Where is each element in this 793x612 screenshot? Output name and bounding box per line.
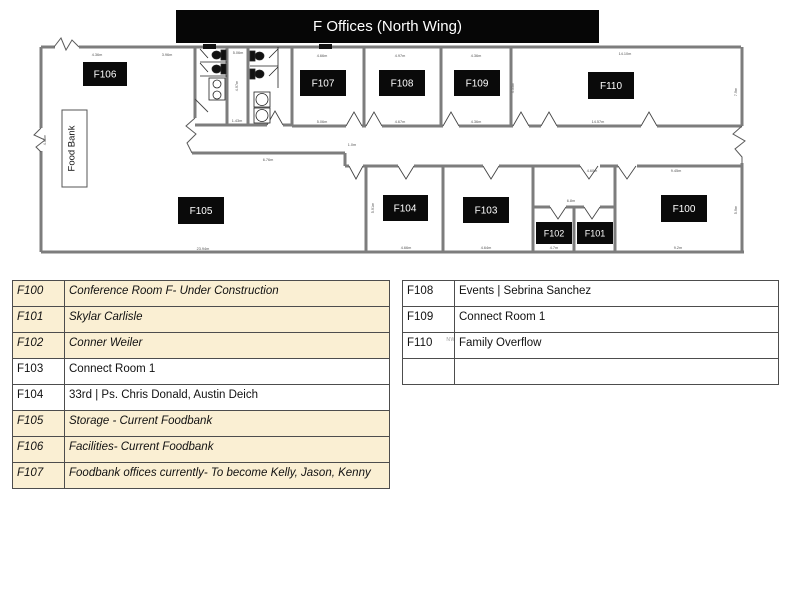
dimension-label: 4.36m: [92, 53, 103, 57]
dimension-label: 5.91m: [371, 203, 375, 214]
room-label-f102: F102: [544, 229, 565, 239]
page-title: F Offices (North Wing): [176, 10, 599, 43]
dimension-label: 7.9m: [734, 88, 738, 96]
door-openings: [36, 42, 657, 210]
room-id-cell: F104: [12, 384, 65, 411]
room-label-f109: F109: [466, 79, 489, 90]
dimension-label: 4.67m: [395, 120, 406, 124]
door-glyphs: [194, 98, 658, 220]
room-label-f108: F108: [391, 79, 414, 90]
dimension-label: 14.57m: [592, 120, 605, 124]
wall-break-symbols: [33, 37, 746, 163]
room-id-cell: F102: [12, 332, 65, 359]
room-desc-cell: Family Overflow: [454, 332, 779, 359]
dimension-label: 4.05m: [43, 135, 47, 146]
room-label-f105: F105: [190, 206, 213, 217]
dimension-label: 4.64m: [481, 246, 492, 250]
dimension-label: 1.43m: [232, 119, 243, 123]
room-desc-cell: Conner Weiler: [64, 332, 390, 359]
room-desc-cell: Skylar Carlisle: [64, 306, 390, 333]
room-id-cell: F109: [402, 306, 455, 333]
room-desc-cell: Facilities- Current Foodbank: [64, 436, 390, 463]
room-desc-cell: 33rd | Ps. Chris Donald, Austin Deich: [64, 384, 390, 411]
room-id-cell: F103: [12, 358, 65, 385]
dimension-label: 3.96m: [162, 53, 173, 57]
room-labels: F106 F107 F108 F109 F110 F105 F104 F103 …: [83, 62, 707, 244]
dimension-labels: 4.36m 3.96m 5.06m 4.66m 4.97m 4.36m 14.10m 5.06…: [43, 51, 738, 251]
room-desc-cell: Foodbank offices currently- To become Ke…: [64, 462, 390, 489]
food-bank-text: Food Bank: [67, 125, 78, 171]
room-id-cell: [402, 358, 455, 385]
walls: [39, 45, 746, 254]
dimension-label: 5.9m: [734, 206, 738, 214]
room-label-f104: F104: [394, 204, 417, 215]
room-desc-cell: Connect Room 1: [454, 306, 779, 333]
dimension-label: 4.36m: [471, 54, 482, 58]
dimension-label: 4.36m: [471, 120, 482, 124]
dimension-label: 4.55m: [511, 83, 515, 94]
dimension-label: 4.7m: [550, 246, 558, 250]
dimension-label: 23.94m: [197, 247, 210, 251]
floor-plan: Food Bank F106 F107 F108 F109 F110 F105 …: [33, 37, 746, 254]
room-label-f101: F101: [585, 229, 606, 239]
dimension-label: 4.66m: [401, 246, 412, 250]
room-desc-cell: Connect Room 1: [64, 358, 390, 385]
room-id-cell: F106: [12, 436, 65, 463]
room-desc-cell: [454, 358, 779, 385]
dimension-label: 4.60m: [587, 169, 598, 173]
dimension-label: 4.97m: [395, 54, 406, 58]
dimension-label: 5.06m: [233, 51, 244, 55]
dimension-label: 5.06m: [317, 120, 328, 124]
room-id-cell: F105: [12, 410, 65, 437]
dimension-label: 4.97m: [235, 81, 239, 92]
room-desc-cell: Storage - Current Foodbank: [64, 410, 390, 437]
dimension-label: 9.2m: [674, 246, 682, 250]
dimension-label: 1.0m: [348, 143, 356, 147]
room-label-f100: F100: [673, 204, 696, 215]
dimension-label: 6.8m: [567, 199, 575, 203]
room-label-f110: F110: [600, 81, 622, 92]
room-id-cell: F101: [12, 306, 65, 333]
room-label-f107: F107: [312, 79, 335, 90]
room-label-f103: F103: [475, 206, 498, 217]
dimension-label: 9.45m: [671, 169, 682, 173]
dimension-label: 4.66m: [317, 54, 328, 58]
table-row: F110 NWFamily Overflow: [402, 332, 779, 359]
room-id-cell: F110 NW: [402, 332, 455, 359]
room-note: NW: [446, 337, 453, 344]
table-row: [402, 358, 779, 385]
dimension-label: 6.76m: [263, 158, 274, 162]
room-desc-cell: Events | Sebrina Sanchez: [454, 280, 779, 307]
room-label-f106: F106: [94, 70, 117, 81]
room-id-text: F110: [407, 337, 433, 349]
room-id-cell: F100: [12, 280, 65, 307]
room-id-cell: F108: [402, 280, 455, 307]
room-desc-cell: Conference Room F- Under Construction: [64, 280, 390, 307]
bathroom-fixtures: [199, 44, 332, 124]
room-id-cell: F107: [12, 462, 65, 489]
food-bank-label: Food Bank: [61, 109, 88, 188]
dimension-label: 14.10m: [619, 52, 632, 56]
